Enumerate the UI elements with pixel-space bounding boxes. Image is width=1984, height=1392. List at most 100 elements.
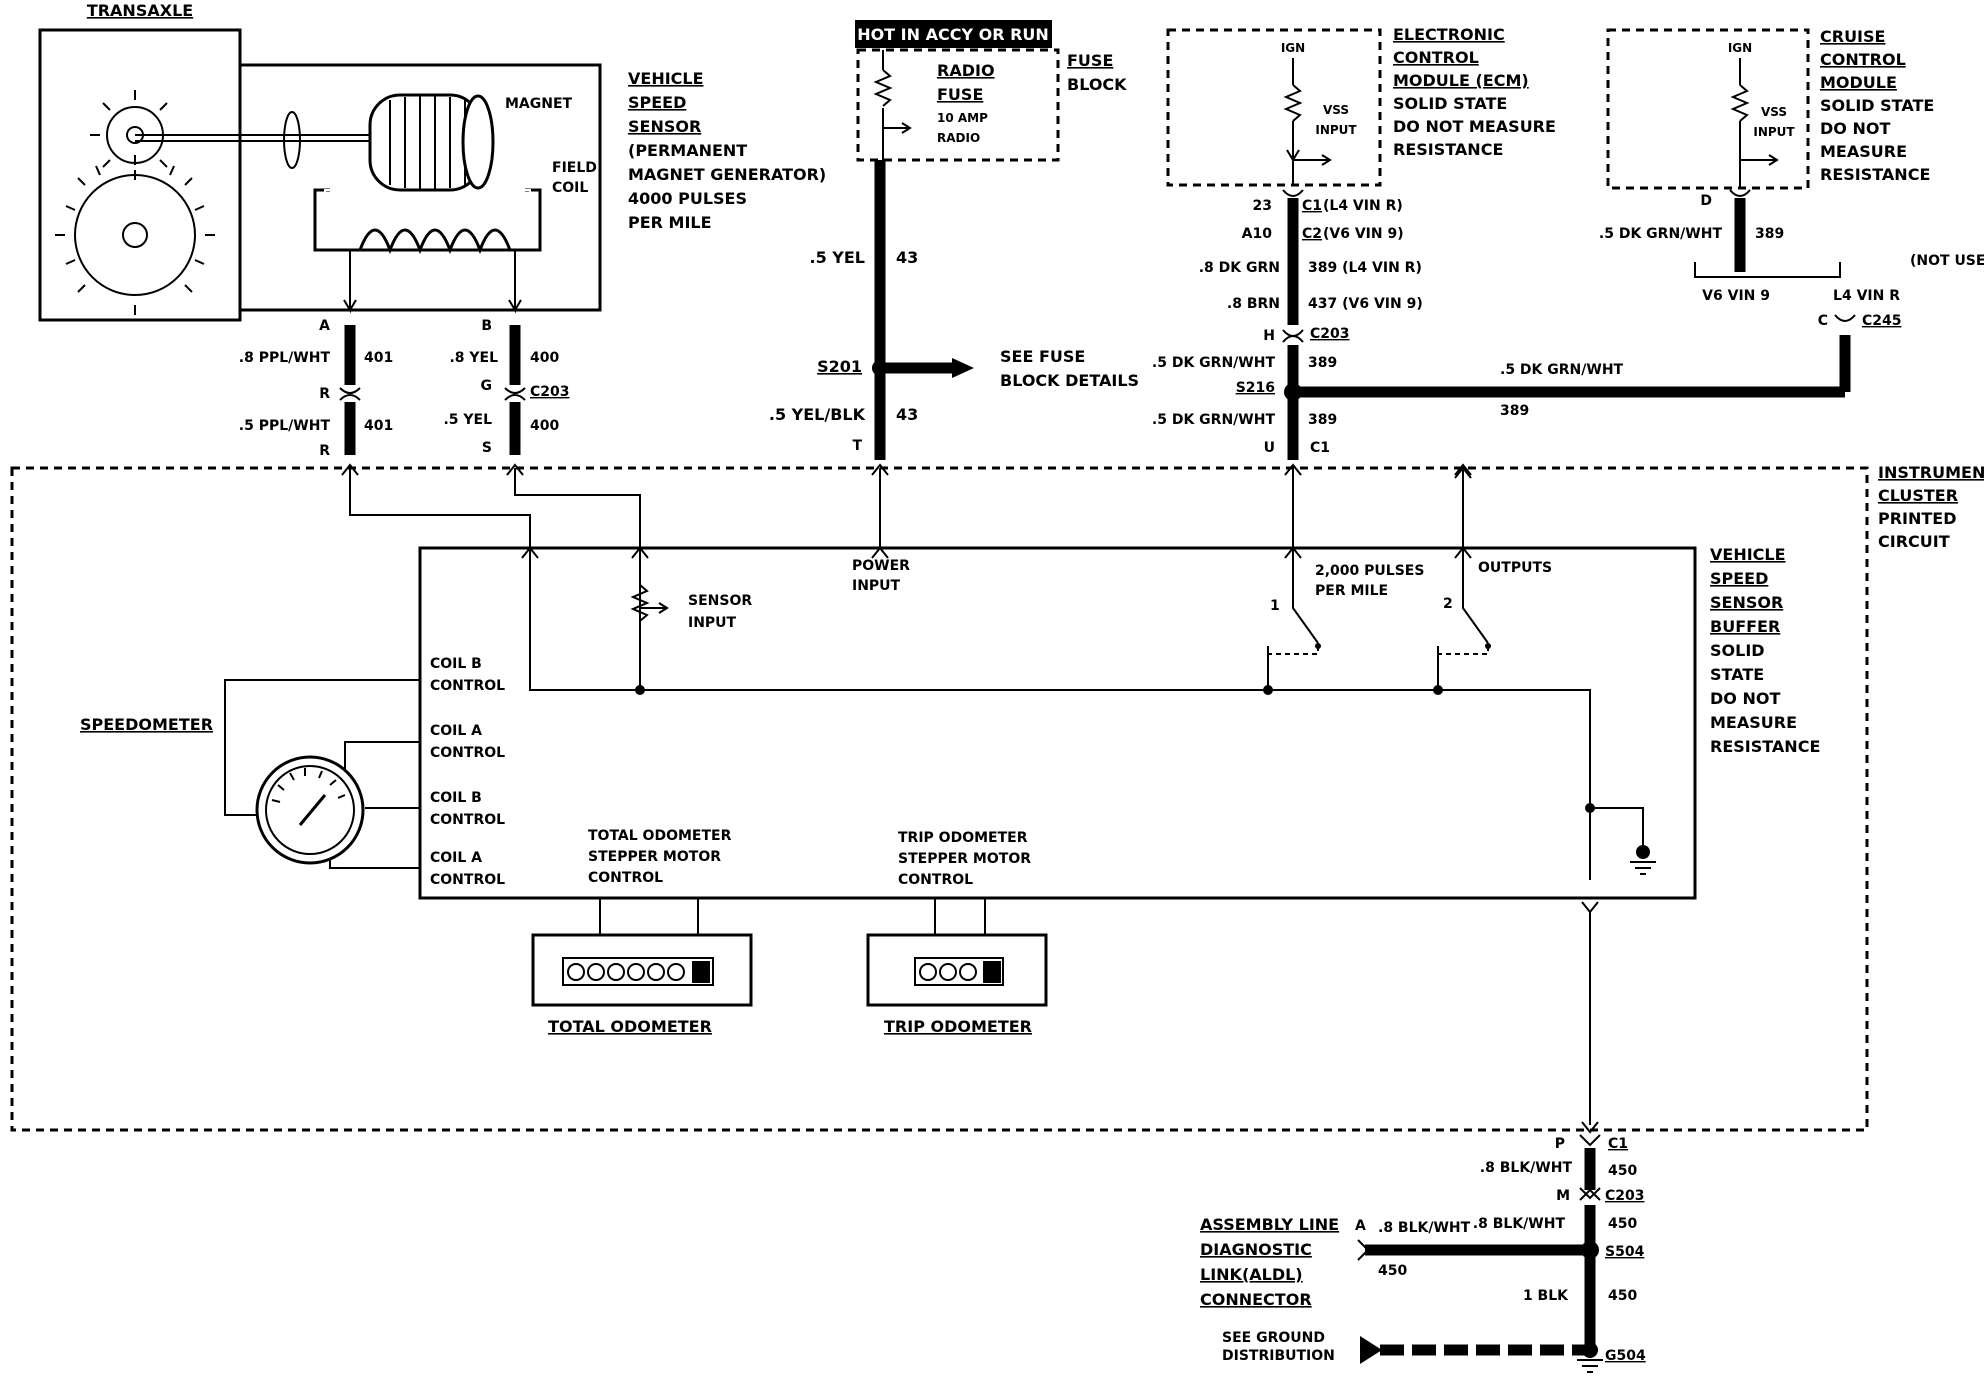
svg-text:A10: A10 [1242, 226, 1273, 242]
svg-text:CONTROL: CONTROL [430, 872, 505, 888]
svg-text:SOLID STATE: SOLID STATE [1820, 96, 1934, 115]
svg-text:C1: C1 [1302, 198, 1322, 214]
svg-text:COIL A: COIL A [430, 723, 482, 739]
svg-text:.5 YEL: .5 YEL [810, 248, 866, 267]
svg-text:STEPPER MOTOR: STEPPER MOTOR [588, 849, 721, 865]
svg-text:MODULE: MODULE [1820, 73, 1897, 92]
trip-odometer: TRIP ODOMETER [866, 898, 1048, 1036]
svg-text:BLOCK: BLOCK [1067, 75, 1127, 94]
svg-text:DO NOT: DO NOT [1820, 119, 1890, 138]
svg-text:CIRCUIT: CIRCUIT [1878, 532, 1950, 551]
svg-text:IGN: IGN [1728, 41, 1752, 55]
svg-text:B: B [481, 318, 492, 334]
output-switch-2-icon [1433, 548, 1491, 695]
cluster-input-arrows [341, 463, 1472, 548]
svg-text:VSS: VSS [1323, 103, 1349, 117]
svg-text:450: 450 [1608, 1163, 1637, 1179]
svg-text:450: 450 [1608, 1216, 1637, 1232]
magnet-rotor-icon [368, 93, 495, 192]
svg-text:DISTRIBUTION: DISTRIBUTION [1222, 1348, 1335, 1364]
svg-text:401: 401 [364, 418, 393, 434]
svg-text:SENSOR: SENSOR [1710, 593, 1783, 612]
trip-odometer-label: TRIP ODOMETER [884, 1017, 1032, 1036]
speedometer-label: SPEEDOMETER [80, 715, 213, 734]
arrow-left-icon [1360, 1336, 1382, 1364]
svg-text:SENSOR: SENSOR [688, 593, 752, 609]
svg-text:1: 1 [1270, 598, 1280, 614]
svg-text:LINK(ALDL): LINK(ALDL) [1200, 1265, 1303, 1284]
svg-text:POWER: POWER [852, 558, 910, 574]
ground-icon [1577, 1359, 1603, 1373]
svg-text:CONNECTOR: CONNECTOR [1200, 1290, 1312, 1309]
wire-401: A .8 PPL/WHT 401 R .5 PPL/WHT 401 R [239, 299, 393, 459]
svg-text:MAGNET GENERATOR): MAGNET GENERATOR) [628, 165, 826, 184]
cruise-description: CRUISE CONTROL MODULE SOLID STATE DO NOT… [1820, 27, 1934, 184]
svg-text:FUSE: FUSE [1067, 51, 1113, 70]
wire-389-cruise: D .5 DK GRN/WHT 389 (NOT USED) V6 VIN 9 … [1599, 189, 1984, 329]
svg-text:CRUISE: CRUISE [1820, 27, 1885, 46]
field-coil-label-2: COIL [552, 180, 588, 196]
svg-text:.8 DK GRN: .8 DK GRN [1199, 260, 1280, 276]
svg-text:(NOT USED): (NOT USED) [1910, 253, 1984, 269]
svg-text:400: 400 [530, 350, 559, 366]
svg-text:.5 DK GRN/WHT: .5 DK GRN/WHT [1500, 362, 1624, 378]
svg-text:SOLID: SOLID [1710, 641, 1765, 660]
svg-text:DO NOT: DO NOT [1710, 689, 1780, 708]
svg-text:.5 PPL/WHT: .5 PPL/WHT [239, 418, 331, 434]
svg-text:C203: C203 [1310, 326, 1350, 342]
splice-s504: S504 [1605, 1244, 1645, 1260]
svg-text:U: U [1264, 440, 1275, 456]
aldl-description: ASSEMBLY LINE DIAGNOSTIC LINK(ALDL) CONN… [1200, 1215, 1339, 1309]
speed-sensor-buffer: POWER INPUT SENSOR INPUT 2,000 PULSES PE… [418, 546, 1697, 914]
svg-text:R: R [319, 443, 330, 459]
svg-text:A: A [319, 318, 330, 334]
svg-text:389: 389 [1500, 403, 1529, 419]
svg-text:INPUT: INPUT [1315, 123, 1357, 137]
svg-text:1 BLK: 1 BLK [1523, 1288, 1569, 1304]
svg-text:COIL B: COIL B [430, 656, 482, 672]
svg-text:CONTROL: CONTROL [430, 678, 505, 694]
svg-text:TOTAL ODOMETER: TOTAL ODOMETER [588, 828, 732, 844]
svg-text:T: T [852, 438, 862, 454]
svg-text:SOLID STATE: SOLID STATE [1393, 94, 1507, 113]
svg-text:INPUT: INPUT [688, 615, 737, 631]
buffer-description: VEHICLE SPEED SENSOR BUFFER SOLID STATE … [1710, 545, 1820, 756]
wire-389-ecm: 23 C1 (L4 VIN R) A10 C2 (V6 VIN 9) .8 DK… [1152, 189, 1851, 460]
svg-text:C1: C1 [1608, 1136, 1628, 1152]
svg-text:389: 389 [1755, 226, 1784, 242]
svg-text:C245: C245 [1862, 313, 1902, 329]
wire-400: B .8 YEL 400 G C203 .5 YEL 400 S [443, 299, 570, 456]
svg-text:RADIO: RADIO [937, 131, 980, 145]
vss-description: VEHICLE SPEED SENSOR (PERMANENT MAGNET G… [628, 69, 826, 232]
hot-banner: HOT IN ACCY OR RUN [857, 25, 1049, 44]
svg-text:PER MILE: PER MILE [1315, 583, 1388, 599]
svg-text:.8 BRN: .8 BRN [1227, 296, 1280, 312]
arrow-right-icon [952, 358, 974, 378]
svg-text:PRINTED: PRINTED [1878, 509, 1957, 528]
svg-text:389: 389 [1308, 355, 1337, 371]
svg-text:389: 389 [1308, 412, 1337, 428]
svg-text:IGN: IGN [1281, 41, 1305, 55]
svg-text:S: S [482, 440, 492, 456]
svg-text:H: H [1263, 328, 1275, 344]
svg-text:437 (V6 VIN 9): 437 (V6 VIN 9) [1308, 296, 1423, 312]
transaxle-title: TRANSAXLE [87, 1, 193, 20]
svg-text:RESISTANCE: RESISTANCE [1820, 165, 1930, 184]
svg-text:DO NOT MEASURE: DO NOT MEASURE [1393, 117, 1556, 136]
svg-text:RESISTANCE: RESISTANCE [1393, 140, 1503, 159]
svg-text:23: 23 [1253, 198, 1272, 214]
svg-text:.8 PPL/WHT: .8 PPL/WHT [239, 350, 331, 366]
svg-text:SENSOR: SENSOR [628, 117, 701, 136]
svg-text:DIAGNOSTIC: DIAGNOSTIC [1200, 1240, 1312, 1259]
svg-text:2: 2 [1443, 596, 1453, 612]
svg-text:M: M [1556, 1188, 1570, 1204]
svg-text:P: P [1555, 1136, 1565, 1152]
magnet-label: MAGNET [505, 96, 573, 112]
svg-text:401: 401 [364, 350, 393, 366]
svg-text:MEASURE: MEASURE [1820, 142, 1907, 161]
svg-text:PER MILE: PER MILE [628, 213, 712, 232]
svg-text:.8 BLK/WHT: .8 BLK/WHT [1378, 1220, 1471, 1236]
vehicle-speed-sensor: MAGNET FIELD COIL [240, 63, 602, 312]
wire-43: .5 YEL 43 S201 SEE FUSE BLOCK DETAILS .5… [769, 160, 1139, 460]
svg-text:389 (L4 VIN R): 389 (L4 VIN R) [1308, 260, 1422, 276]
